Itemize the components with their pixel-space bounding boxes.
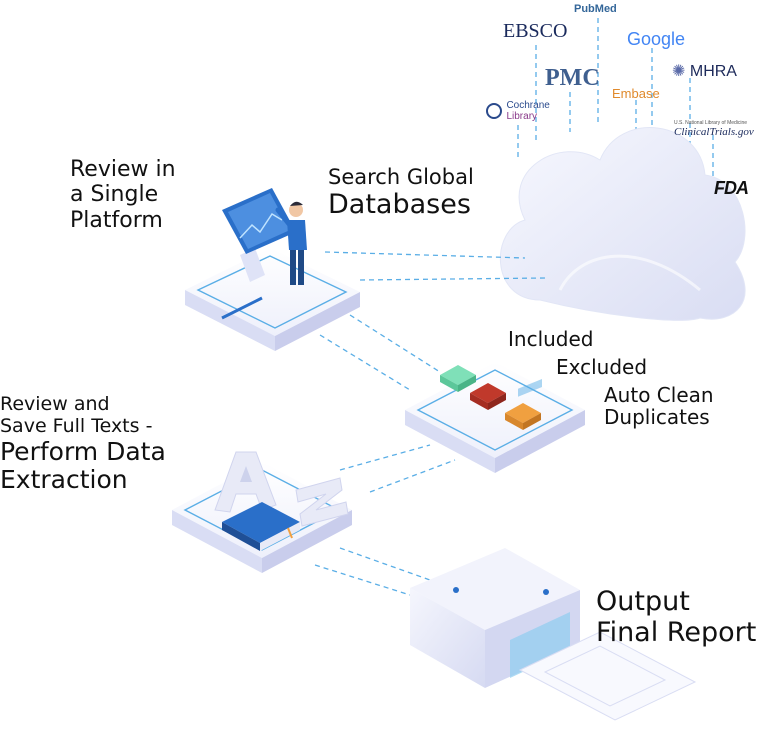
mhra-logo: ✺ MHRA (672, 61, 737, 81)
book-icon (222, 502, 300, 551)
pubmed-logo: PubMed (574, 3, 617, 15)
clinicaltrials-logo: U.S. National Library of Medicine Clinic… (674, 120, 754, 138)
full-texts-label: Review and Save Full Texts - Perform Dat… (0, 393, 166, 495)
cochrane-label: Cochrane (506, 100, 550, 111)
full-texts-line-4: Extraction (0, 465, 128, 495)
auto-clean-line-2: Duplicates (604, 405, 710, 429)
cochrane-logo: Cochrane Library (486, 100, 550, 122)
review-single-line-1: Review in (70, 157, 176, 182)
search-global-label: Search Global Databases (328, 165, 474, 220)
search-global-line-2: Databases (328, 189, 471, 221)
mhra-label: MHRA (689, 63, 737, 80)
excluded-label: Excluded (556, 355, 648, 379)
ebsco-logo: EBSCO (503, 20, 568, 42)
full-texts-line-1: Review and (0, 393, 110, 415)
cloud-icon (499, 127, 746, 321)
embase-logo: Embase (612, 86, 660, 101)
person-icon (275, 201, 307, 285)
google-logo: Google (627, 29, 686, 49)
cochrane-library-label: Library (506, 110, 538, 122)
clinicaltrials-label: ClinicalTrials.gov (674, 126, 754, 138)
included-label: Included (508, 327, 594, 351)
output-line-2: Final Report (596, 617, 757, 649)
review-single-line-2: a Single (70, 182, 159, 208)
pen-icon (221, 296, 263, 320)
output-line-1: Output (596, 586, 690, 617)
fda-logo: FDA (714, 178, 749, 198)
review-single-platform-label: Review in a Single Platform (70, 157, 176, 233)
cochrane-circle-icon (486, 103, 502, 119)
tile-icon (470, 383, 506, 410)
touchscreen-kiosk-icon (222, 188, 296, 282)
printer-icon (410, 379, 697, 721)
nlm-label: U.S. National Library of Medicine (674, 120, 748, 126)
pmc-logo: PMC (545, 65, 600, 91)
tile-icon (505, 403, 541, 430)
flow-connectors (314, 251, 546, 596)
review-platform-pad (185, 248, 360, 351)
search-global-line-1: Search Global (328, 165, 474, 189)
mhra-dots-icon: ✺ (672, 63, 686, 80)
auto-clean-line-1: Auto Clean (604, 383, 714, 407)
full-texts-line-3: Perform Data (0, 436, 166, 466)
output-label: Output Final Report (596, 586, 756, 648)
a-to-z-letters-icon (214, 451, 349, 527)
full-texts-line-2: Save Full Texts - (0, 414, 153, 437)
tile-icon (440, 365, 476, 392)
review-single-line-3: Platform (70, 207, 163, 233)
auto-clean-label: Auto Clean Duplicates (604, 384, 714, 428)
